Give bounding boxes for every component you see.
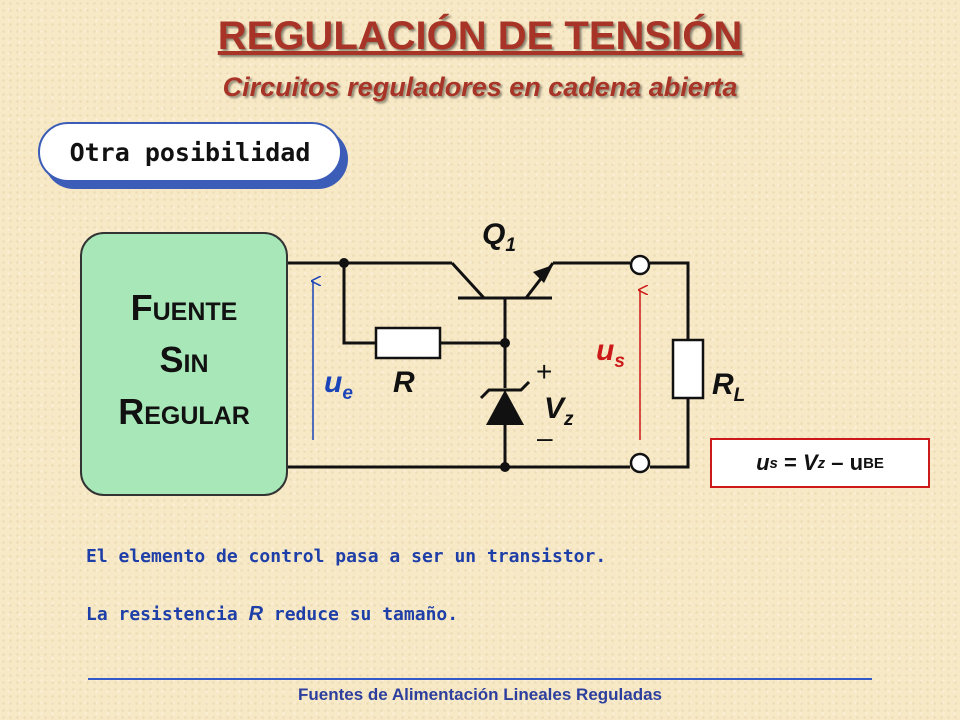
note-resistance-size: La resistencia R reduce su tamaño.: [86, 603, 459, 625]
transistor-q1-icon: [450, 261, 555, 300]
label-q1: Q1: [482, 218, 516, 256]
resistor-rl-icon: [671, 338, 705, 400]
label-vz: Vz: [544, 392, 574, 430]
output-terminals: [629, 254, 651, 474]
page-title: REGULACIÓN DE TENSIÓN: [217, 14, 743, 58]
page-subtitle: Circuitos reguladores en cadena abierta: [222, 72, 738, 102]
circuit-wires: [288, 261, 690, 469]
footer-text: Fuentes de Alimentación Lineales Regulad…: [297, 685, 663, 704]
unregulated-source-block: FUENTE SIN REGULAR: [80, 232, 288, 496]
source-line-3: REGULAR: [118, 391, 250, 432]
junction-dots: [339, 258, 510, 472]
source-line-1: FUENTE: [130, 287, 238, 328]
zener-diode-icon: [479, 380, 531, 425]
label-rl: RL: [712, 368, 746, 406]
note-control-element: El elemento de control pasa a ser un tra…: [86, 546, 607, 567]
resistor-r-icon: [374, 326, 442, 360]
transistor-emitter-arrow: [533, 265, 553, 283]
source-line-2: SIN: [159, 339, 209, 380]
label-ue: ue: [324, 366, 353, 404]
label-r: R: [393, 366, 415, 399]
footer-divider: [88, 678, 872, 680]
badge-otra-posibilidad: Otra posibilidad: [38, 122, 342, 182]
label-plus: +: [536, 356, 553, 387]
label-minus: –: [537, 422, 553, 453]
label-us: us: [596, 334, 625, 372]
